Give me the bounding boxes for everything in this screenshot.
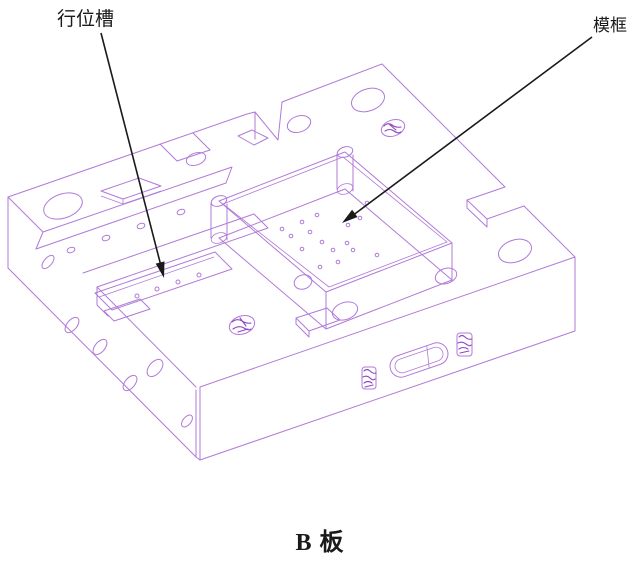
top-face-holes	[43, 87, 532, 336]
mold-frame-label: 模框	[593, 16, 627, 36]
mold-frame-callout: 模框	[342, 16, 627, 223]
pocket-corner-pillar-north	[336, 146, 354, 195]
mold-frame-arrowhead	[342, 209, 358, 223]
interlock-marking	[361, 366, 377, 390]
guide-pin-hole	[351, 87, 385, 113]
oblong-slot	[389, 342, 449, 378]
interlock-marking	[456, 332, 473, 357]
guide-pin-hole	[498, 238, 532, 264]
figure-caption: B 板	[295, 530, 345, 556]
left-face-holes	[41, 254, 193, 428]
plate-wireframe	[7, 63, 576, 461]
mold-frame-leader-line	[351, 36, 593, 217]
slider-slot	[35, 166, 269, 322]
rim-relief-notch	[293, 274, 313, 290]
slider-slot-callout: 行位槽	[57, 8, 165, 278]
guide-pin-hole	[43, 192, 83, 220]
slider-slot-leader-line	[100, 32, 162, 267]
mold-frame-pocket	[210, 146, 453, 338]
front-face-features	[361, 332, 473, 390]
ejector-hole-pattern	[279, 200, 380, 270]
slider-slot-arrowhead	[155, 261, 165, 278]
slider-slot-label: 行位槽	[57, 8, 114, 30]
pocket-corner-pillar-west	[210, 195, 228, 244]
threaded-hole-marking	[228, 314, 256, 336]
threaded-hole-marking	[380, 118, 406, 138]
